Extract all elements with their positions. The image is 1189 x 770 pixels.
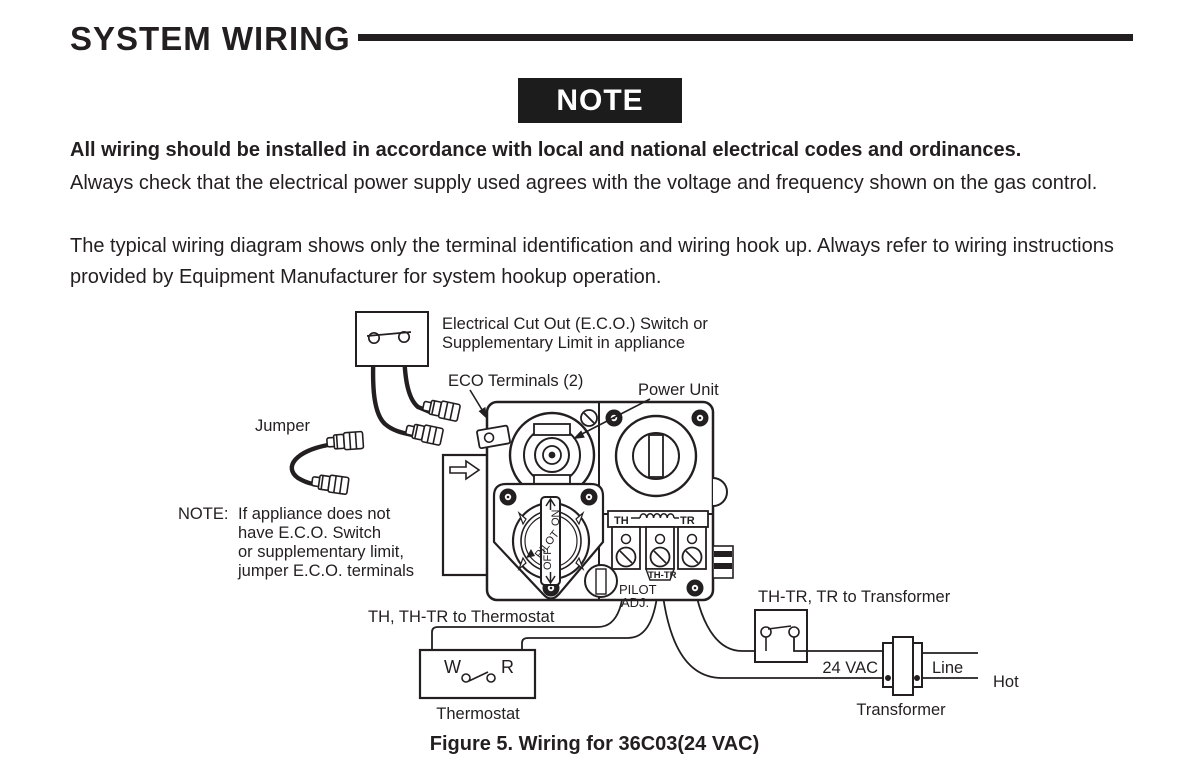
diagram-note-line-4: jumper E.C.O. terminals — [237, 562, 414, 580]
callout-labels: Electrical Cut Out (E.C.O.) Switch or Su… — [178, 315, 1019, 723]
thermostat-w-terminal: W — [444, 657, 461, 677]
pilot-adj-label-1: PILOT — [619, 582, 657, 597]
diagram-note-head: NOTE: — [178, 505, 228, 523]
title-rule — [358, 34, 1133, 41]
to-thermostat-label: TH, TH-TR to Thermostat — [368, 608, 555, 626]
power-unit-label: Power Unit — [638, 381, 719, 399]
eco-terminals-label: ECO Terminals (2) — [448, 372, 583, 390]
transformer-label: Transformer — [856, 701, 946, 719]
diagram-note-line-3: or supplementary limit, — [238, 543, 404, 561]
hot-label: Hot — [993, 673, 1019, 691]
thermostat-box: W R — [418, 648, 537, 700]
knob-off-label: OFF — [542, 548, 554, 570]
jumper-wire — [289, 430, 365, 496]
eco-terminal-boss — [476, 409, 598, 499]
thermostat-r-terminal: R — [501, 657, 514, 677]
paragraph-typical-diagram: The typical wiring diagram shows only th… — [70, 235, 1114, 288]
line-label: Line — [932, 659, 963, 677]
figure-caption: Figure 5. Wiring for 36C03(24 VAC) — [429, 733, 760, 755]
gas-valve: ON PILOT OFF TH TR — [441, 400, 734, 610]
eco-switch-label-2: Supplementary Limit in appliance — [442, 334, 685, 352]
eco-switch-box — [355, 311, 462, 447]
eco-switch-label-1: Electrical Cut Out (E.C.O.) Switch or — [442, 315, 708, 333]
paragraph-codes: All wiring should be installed in accord… — [70, 139, 1022, 161]
terminal-th-label: TH — [614, 515, 629, 527]
to-transformer-label: TH-TR, TR to Transformer — [758, 588, 951, 606]
terminal-block: TH TR TH-TR — [607, 510, 709, 581]
terminal-thtr-label: TH-TR — [648, 570, 677, 581]
wiring-diagram: ON PILOT OFF TH TR — [178, 311, 1019, 723]
note-badge: NOTE — [518, 78, 682, 123]
paragraph-power-supply: Always check that the electrical power s… — [70, 172, 1098, 194]
knob-on-label: ON — [550, 509, 562, 526]
limit-switch-box — [754, 609, 883, 663]
control-knob: ON PILOT OFF — [492, 482, 605, 600]
thermostat-label: Thermostat — [436, 705, 520, 723]
transformer — [882, 636, 978, 696]
jumper-label: Jumper — [255, 417, 311, 435]
24vac-label: 24 VAC — [822, 659, 878, 677]
terminal-tr-label: TR — [680, 515, 695, 527]
eco-spade-terminal — [476, 424, 511, 450]
pilot-adj-label-2: ADJ. — [621, 595, 649, 610]
diagram-note-line-2: have E.C.O. Switch — [238, 524, 381, 542]
page-title: SYSTEM WIRING — [70, 20, 351, 57]
diagram-note-line-1: If appliance does not — [238, 505, 391, 523]
pilot-adjustment: PILOT ADJ. — [584, 564, 657, 610]
power-unit — [605, 409, 709, 597]
